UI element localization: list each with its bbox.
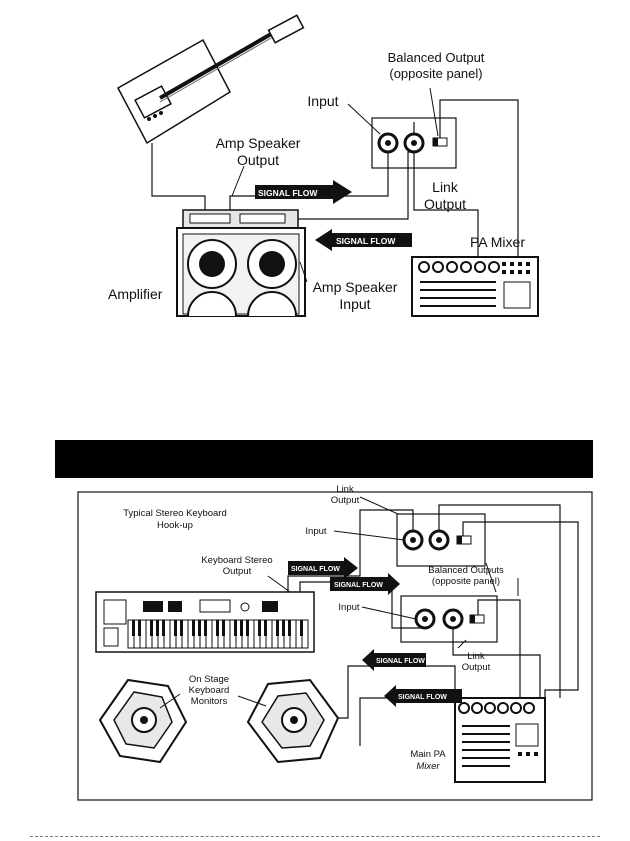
link-output-label: Link bbox=[432, 179, 459, 195]
pa-mixer-label: PA Mixer bbox=[470, 234, 525, 250]
signal-flow-label: SIGNAL FLOW bbox=[376, 658, 425, 665]
monitors-label: On Stage bbox=[189, 674, 229, 685]
diagram2-leader-lines bbox=[159, 496, 519, 709]
diagram-guitar-hookup: SIGNAL FLOW SIGNAL FLOW Balanced Output … bbox=[108, 14, 539, 317]
signal-flow-arrow-left: SIGNAL FLOW bbox=[315, 229, 412, 251]
amp-speaker-input-sublabel: Input bbox=[339, 296, 370, 312]
balanced-output-label: Balanced Output bbox=[388, 50, 485, 65]
keyboard-icon bbox=[95, 591, 315, 653]
signal-flow-label: SIGNAL FLOW bbox=[291, 566, 340, 573]
signal-flow-label: SIGNAL FLOW bbox=[336, 236, 396, 246]
balanced-outputs-label: Balanced Outputs bbox=[428, 565, 504, 576]
diagram-keyboard-hookup: SIGNAL FLOW SIGNAL FLOW SIGNAL FLOW SIGN… bbox=[77, 484, 593, 801]
signal-flow-label: SIGNAL FLOW bbox=[334, 582, 383, 589]
signal-flow-arrow-c: SIGNAL FLOW bbox=[362, 649, 426, 671]
amp-speaker-output-label: Amp Speaker bbox=[216, 135, 301, 151]
main-pa-mixer-label: Main PA bbox=[410, 749, 446, 760]
link-output-top-sublabel: Output bbox=[331, 495, 360, 506]
signal-flow-arrow-right: SIGNAL FLOW bbox=[255, 180, 352, 204]
balanced-output-sublabel: (opposite panel) bbox=[389, 66, 482, 81]
monitor-right-icon bbox=[246, 678, 340, 764]
link-output-bottom-sublabel: Output bbox=[462, 662, 491, 673]
section-banner bbox=[55, 440, 593, 478]
keyboard-stereo-output-sublabel: Output bbox=[223, 566, 252, 577]
page-bottom-rule bbox=[30, 836, 600, 837]
link-output-sublabel: Output bbox=[424, 196, 466, 212]
main-pa-mixer bbox=[454, 697, 546, 783]
diagram2-title-line2: Hook-up bbox=[157, 520, 193, 531]
amp-speaker-output-sublabel: Output bbox=[237, 152, 279, 168]
input-bottom-label: Input bbox=[338, 602, 359, 613]
signal-flow-label: SIGNAL FLOW bbox=[258, 188, 318, 198]
monitor-left-icon bbox=[98, 678, 188, 764]
diagram2-title: Typical Stereo Keyboard bbox=[123, 508, 227, 519]
signal-flow-arrow-b: SIGNAL FLOW bbox=[330, 573, 400, 595]
signal-flow-arrow-d: SIGNAL FLOW bbox=[384, 685, 462, 707]
amp-speaker-input-label: Amp Speaker bbox=[313, 279, 398, 295]
amp-head bbox=[182, 209, 299, 229]
guitar-cable bbox=[151, 143, 206, 212]
keyboard-stereo-output-label: Keyboard Stereo bbox=[201, 555, 272, 566]
pa-mixer bbox=[411, 256, 539, 317]
link-output-top-label: Link bbox=[336, 484, 354, 495]
amplifier-label: Amplifier bbox=[108, 286, 163, 302]
balanced-outputs-sublabel: (opposite panel) bbox=[432, 576, 500, 587]
monitors-label-line3: Monitors bbox=[191, 696, 228, 707]
amp-speaker-cabinet bbox=[176, 227, 306, 317]
bass-guitar-icon bbox=[116, 14, 305, 145]
monitors-label-line2: Keyboard bbox=[189, 685, 230, 696]
main-pa-mixer-sublabel: Mixer bbox=[416, 761, 440, 772]
signal-flow-arrow-a: SIGNAL FLOW bbox=[288, 557, 358, 579]
input-label: Input bbox=[307, 93, 338, 109]
diagram1-leader-lines bbox=[231, 87, 439, 283]
link-output-bottom-label: Link bbox=[467, 651, 485, 662]
signal-flow-label: SIGNAL FLOW bbox=[398, 694, 447, 701]
input-top-label: Input bbox=[305, 526, 326, 537]
